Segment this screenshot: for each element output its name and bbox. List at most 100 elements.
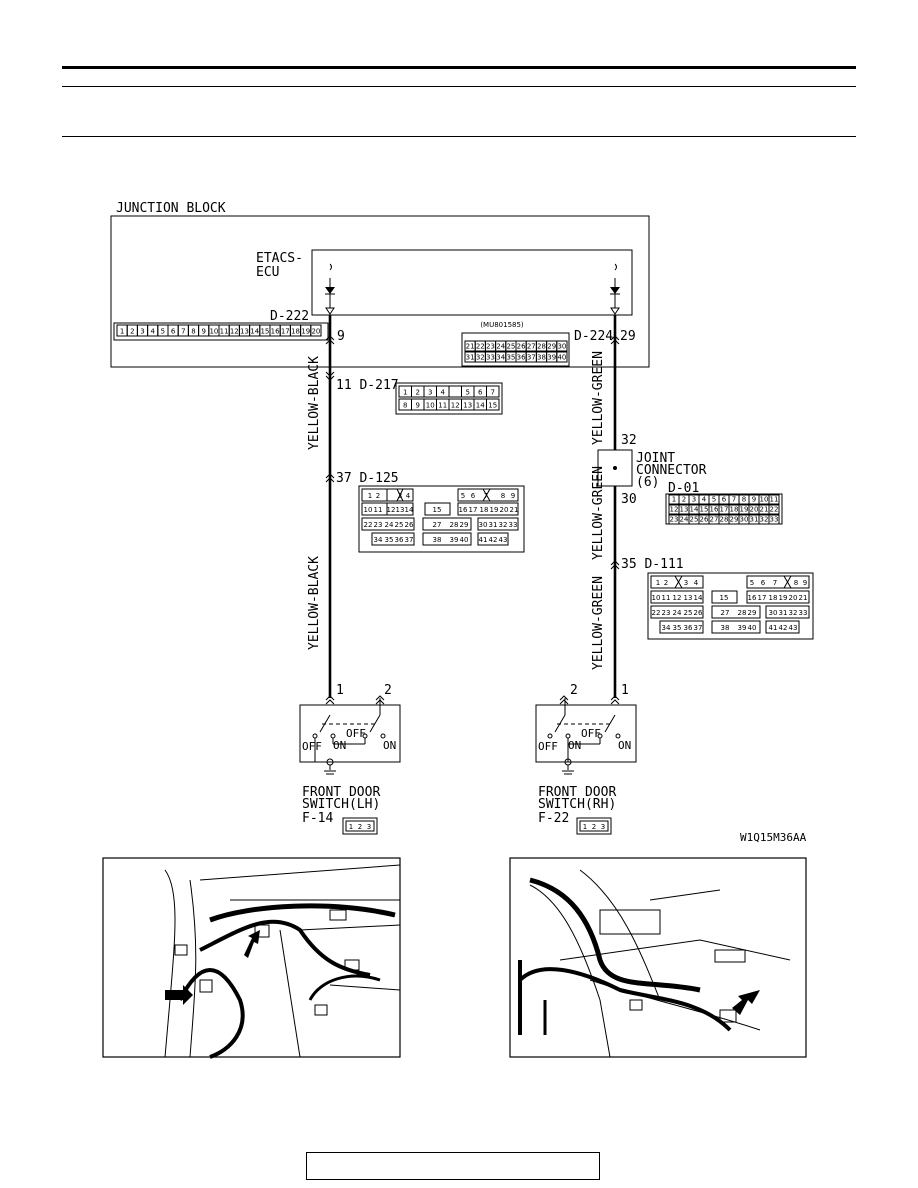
d01-pin-32: 32 — [760, 516, 769, 524]
d222-pin-14: 14 — [250, 328, 259, 336]
d222-pin-12: 12 — [230, 328, 239, 336]
svg-text:38: 38 — [721, 624, 730, 632]
d01-pin-22: 22 — [770, 506, 779, 514]
etacs-label-1: ETACS- — [256, 251, 303, 266]
d224-pin-22: 22 — [476, 343, 485, 351]
svg-text:3: 3 — [398, 492, 402, 500]
harness-photo-left — [102, 857, 401, 1059]
d01-pin-5: 5 — [712, 496, 716, 504]
svg-text:9: 9 — [803, 579, 807, 587]
lh-pin-2-label: 2 — [384, 683, 392, 698]
d222-pin-10: 10 — [209, 328, 218, 336]
d224-label: D-224 — [574, 329, 613, 344]
svg-text:13: 13 — [396, 506, 405, 514]
joint-connector-dot-icon — [613, 466, 617, 470]
d01-pin-31: 31 — [750, 516, 759, 524]
d224-pin-36: 36 — [517, 354, 526, 362]
joint-connector-box — [597, 449, 633, 487]
svg-text:2: 2 — [358, 823, 362, 831]
d01-pin-17: 17 — [720, 506, 729, 514]
svg-text:28: 28 — [450, 521, 459, 529]
rh-off-label: OFF — [581, 727, 601, 740]
d217-pin-1: 1 — [403, 389, 407, 397]
rh-pin-1-label: 1 — [621, 683, 629, 698]
d125-label: 37 D-125 — [336, 471, 399, 486]
svg-text:24: 24 — [385, 521, 394, 529]
svg-text:41: 41 — [769, 624, 778, 632]
d01-pin-1: 1 — [672, 496, 676, 504]
svg-text:20: 20 — [789, 594, 798, 602]
svg-text:1: 1 — [349, 823, 353, 831]
d01-pin-3: 3 — [692, 496, 696, 504]
d224-pin-38: 38 — [537, 354, 546, 362]
locator-arrow-icon-2 — [244, 930, 260, 958]
svg-text:36: 36 — [684, 624, 693, 632]
d01-pin-26: 26 — [700, 516, 709, 524]
svg-text:6: 6 — [761, 579, 766, 587]
svg-text:12: 12 — [387, 506, 396, 514]
d222-pin-16: 16 — [271, 328, 280, 336]
d01-pin-21: 21 — [760, 506, 769, 514]
svg-text:30: 30 — [479, 521, 488, 529]
d01-pin-24: 24 — [680, 516, 689, 524]
svg-text:37: 37 — [694, 624, 703, 632]
d217-pin-14: 14 — [476, 402, 485, 410]
lh-pin-1-label: 1 — [336, 683, 344, 698]
d224-pin-29: 29 — [547, 343, 556, 351]
d224-pin-23: 23 — [486, 343, 495, 351]
svg-text:40: 40 — [460, 536, 469, 544]
svg-text:4: 4 — [406, 492, 411, 500]
rh-pin-2-label: 2 — [570, 683, 578, 698]
svg-text:10: 10 — [652, 594, 661, 602]
d217-pin-13: 13 — [463, 402, 472, 410]
d01-label: D-01 — [668, 481, 699, 496]
d217-pin-4: 4 — [441, 389, 446, 397]
d224-pin-30: 30 — [557, 343, 566, 351]
svg-text:29: 29 — [460, 521, 469, 529]
d217-pin-9: 9 — [416, 402, 420, 410]
d224-pin-21: 21 — [466, 343, 475, 351]
d217-pin-5: 5 — [466, 389, 470, 397]
d217-pin-2: 2 — [416, 389, 420, 397]
d217-pin-10: 10 — [426, 402, 435, 410]
d01-pin-18: 18 — [730, 506, 739, 514]
svg-text:5: 5 — [750, 579, 754, 587]
connector-chevrons-icon — [325, 335, 620, 705]
wire-color-label-yb-1: YELLOW-BLACK — [307, 356, 322, 450]
rh-switch-box — [535, 704, 637, 763]
svg-text:42: 42 — [489, 536, 498, 544]
svg-text:33: 33 — [509, 521, 518, 529]
header-bottom-rule — [62, 136, 856, 137]
lh-connector-face — [342, 817, 378, 835]
front-door-switch-rh: 2 1 OFF OFF ON ON FRONT DOOR SWITCH(RH) … — [535, 683, 637, 835]
svg-text:5: 5 — [461, 492, 465, 500]
svg-text:18: 18 — [480, 506, 489, 514]
footer-box — [306, 1152, 600, 1180]
d222-label: D-222 — [270, 309, 309, 324]
svg-text:1: 1 — [368, 492, 372, 500]
d01-pin-33: 33 — [770, 516, 779, 524]
d222-pin-4: 4 — [150, 328, 155, 336]
d222-pin-9: 9 — [201, 328, 205, 336]
svg-text:23: 23 — [662, 609, 671, 617]
rh-name-2: SWITCH(RH) — [538, 797, 616, 812]
d224-pin-31: 31 — [466, 354, 475, 362]
svg-text:32: 32 — [499, 521, 508, 529]
header-top-rule — [62, 66, 856, 69]
svg-text:35: 35 — [673, 624, 682, 632]
svg-text:19: 19 — [490, 506, 499, 514]
d01-pin-29: 29 — [730, 516, 739, 524]
lh-name-1: FRONT DOOR — [302, 785, 380, 800]
junction-block-box — [110, 215, 650, 368]
svg-text:37: 37 — [405, 536, 414, 544]
svg-text:31: 31 — [489, 521, 498, 529]
d224-pin-27: 27 — [527, 343, 536, 351]
etacs-ecu-box — [311, 249, 633, 316]
d224-pin-35: 35 — [506, 354, 515, 362]
svg-text:2: 2 — [376, 492, 380, 500]
d01-pin-20: 20 — [750, 506, 759, 514]
d111-label: 35 D-111 — [621, 557, 684, 572]
svg-text:30: 30 — [769, 609, 778, 617]
